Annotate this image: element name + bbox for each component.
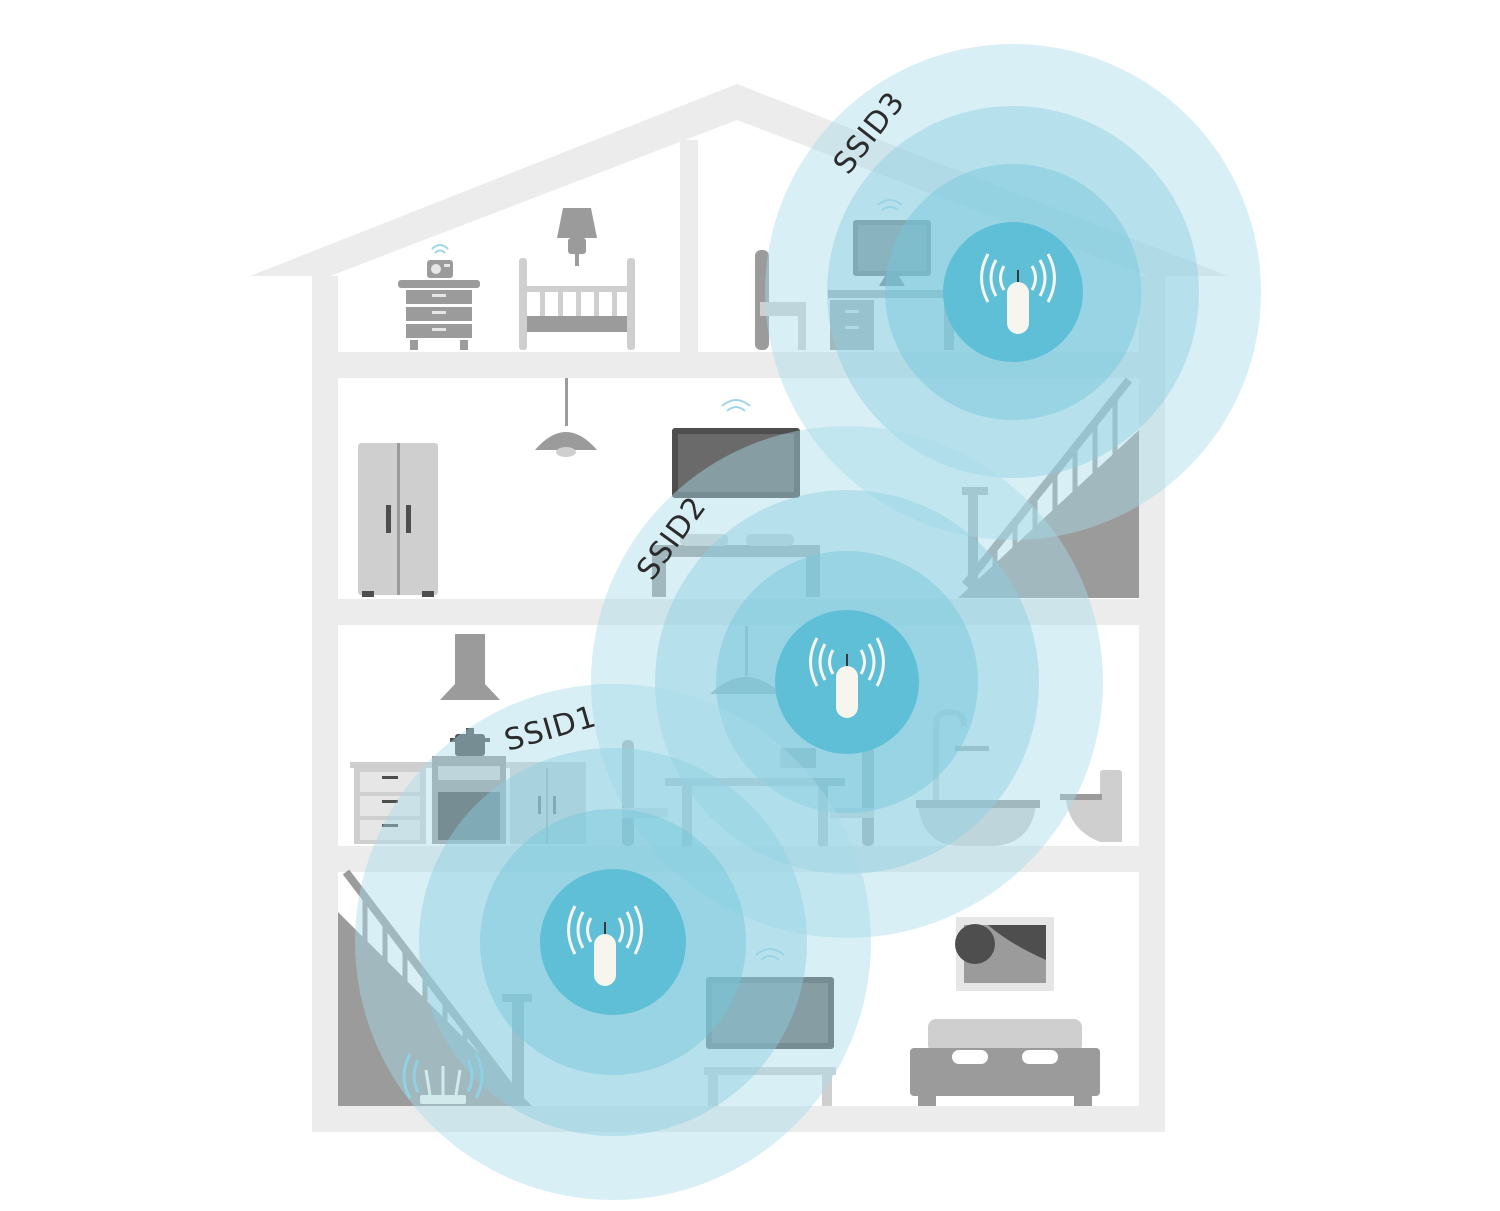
second-floor-room xyxy=(358,377,1139,598)
pendant-lamp-icon xyxy=(535,378,597,457)
attic-desk xyxy=(828,290,958,350)
router-icon xyxy=(402,1053,484,1104)
living-tv xyxy=(704,948,836,1106)
wall-picture xyxy=(955,917,1054,991)
attic-chair xyxy=(755,250,806,350)
house xyxy=(250,84,1228,1132)
right-wall xyxy=(1139,276,1165,1132)
wifi-signal-icon xyxy=(402,1053,484,1099)
hanging-lamp-icon xyxy=(557,208,597,266)
cooking-pot-icon xyxy=(450,728,490,756)
refrigerator xyxy=(358,443,438,597)
first-floor xyxy=(312,846,1165,872)
wifi-extender-icon xyxy=(980,253,1056,334)
attic-room xyxy=(398,199,958,350)
monitor-icon xyxy=(853,199,931,286)
staircase-upper xyxy=(958,377,1139,598)
ground-floor-base xyxy=(312,1106,1165,1132)
range-hood xyxy=(440,634,500,700)
television xyxy=(672,399,800,498)
second-floor xyxy=(312,599,1165,625)
attic-divider xyxy=(680,140,698,352)
ground-floor-room xyxy=(338,869,1100,1106)
dresser xyxy=(398,280,480,350)
staircase-lower xyxy=(338,869,532,1106)
coverage-zone-ssid3 xyxy=(765,44,1261,540)
wifi-extender-icon xyxy=(809,637,885,718)
toilet xyxy=(1060,770,1122,842)
first-floor-room xyxy=(350,626,1122,846)
dining-set xyxy=(622,626,874,846)
wifi-extender-icon xyxy=(567,905,643,986)
sofa xyxy=(910,1019,1100,1106)
crib xyxy=(519,258,635,350)
stove xyxy=(432,728,506,844)
roof xyxy=(250,84,1228,276)
bed xyxy=(652,534,820,597)
left-wall xyxy=(312,276,338,1132)
bathtub xyxy=(916,708,1040,846)
radio-icon xyxy=(427,244,453,278)
